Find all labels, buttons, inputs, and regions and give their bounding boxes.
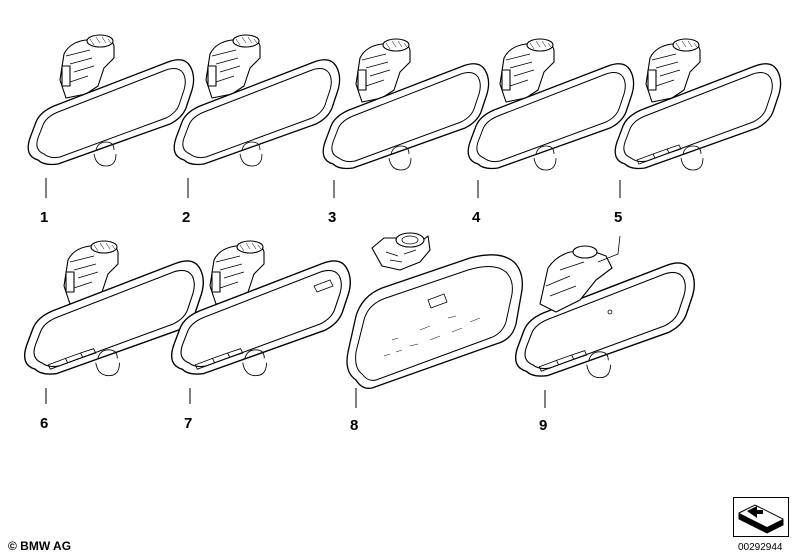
mirror-part-3	[322, 38, 490, 171]
part-label-9: 9	[539, 417, 547, 434]
mirror-part-2	[173, 34, 341, 167]
part-label-1: 1	[40, 209, 48, 226]
part-label-8: 8	[350, 417, 358, 434]
part-label-5: 5	[614, 209, 622, 226]
mirror-part-9	[514, 235, 695, 379]
mirror-part-8	[346, 232, 523, 389]
mirror-part-1	[27, 34, 195, 167]
assembly-direction-icon	[733, 497, 789, 537]
mirror-part-4	[467, 38, 635, 171]
part-label-2: 2	[182, 209, 190, 226]
mirror-part-5	[614, 38, 782, 171]
part-label-3: 3	[328, 209, 336, 226]
copyright-notice: © BMW AG	[8, 539, 72, 553]
part-label-6: 6	[40, 415, 48, 432]
document-number: 00292944	[738, 542, 783, 553]
part-label-7: 7	[184, 415, 192, 432]
mirror-part-7	[170, 240, 351, 377]
part-label-4: 4	[472, 209, 481, 226]
